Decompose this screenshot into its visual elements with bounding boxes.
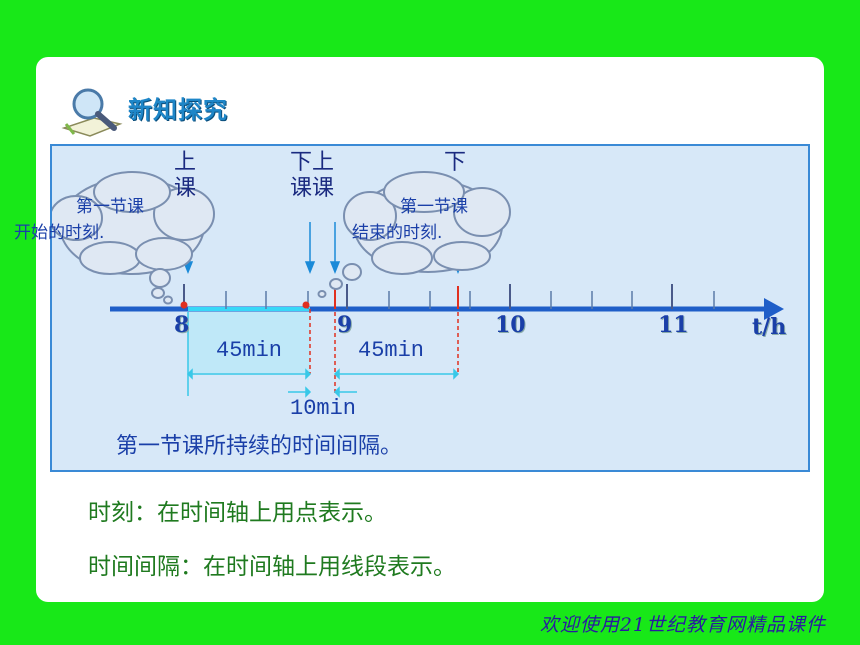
interval-label-break: 10min	[290, 396, 357, 421]
timeline-diagram: 第一节课 开始的时刻. 第一节课 结束的时刻. 上 课 下上 课课 下 8 9 …	[14, 144, 810, 472]
magnifier-book-icon	[61, 88, 123, 137]
tick-label-9: 9	[337, 312, 353, 338]
footer-watermark: 欢迎使用21世纪教育网精品课件	[539, 614, 826, 636]
moment-dot-break	[302, 301, 310, 309]
cloud-start-line2: 开始的时刻.	[14, 223, 105, 243]
tick-label-8: 8	[174, 312, 190, 338]
definition-moment: 时刻：在时间轴上用点表示。	[88, 500, 387, 526]
label-shangke-start: 上 课	[174, 150, 197, 201]
axis-unit-label: t/h	[752, 314, 787, 340]
section-title: 新知探究	[128, 96, 228, 124]
cloud-start-line1: 第一节课	[76, 197, 144, 217]
axis-arrow	[764, 298, 784, 320]
tick-label-11: 11	[658, 312, 689, 338]
diagram-caption: 第一节课所持续的时间间隔。	[116, 434, 403, 459]
label-ke-ke: 课课	[290, 176, 335, 201]
definition-interval: 时间间隔：在时间轴上用线段表示。	[88, 554, 456, 580]
interval-guides	[309, 309, 459, 396]
moment-dot-start	[180, 301, 188, 309]
interval-label-first: 45min	[216, 338, 283, 363]
thought-cloud-end	[317, 171, 511, 298]
label-xia-end: 下	[444, 150, 467, 175]
tick-label-10: 10	[495, 312, 526, 338]
label-xia-shang: 下上	[290, 150, 335, 175]
major-ticks	[183, 284, 673, 309]
first-lesson-region	[188, 309, 310, 373]
interval-label-second: 45min	[358, 338, 425, 363]
thought-cloud-start	[52, 171, 215, 305]
cloud-end-line2: 结束的时刻.	[352, 223, 443, 243]
minor-ticks	[225, 291, 715, 309]
timeline-svg	[52, 171, 784, 398]
cloud-end-line1: 第一节课	[400, 197, 468, 217]
